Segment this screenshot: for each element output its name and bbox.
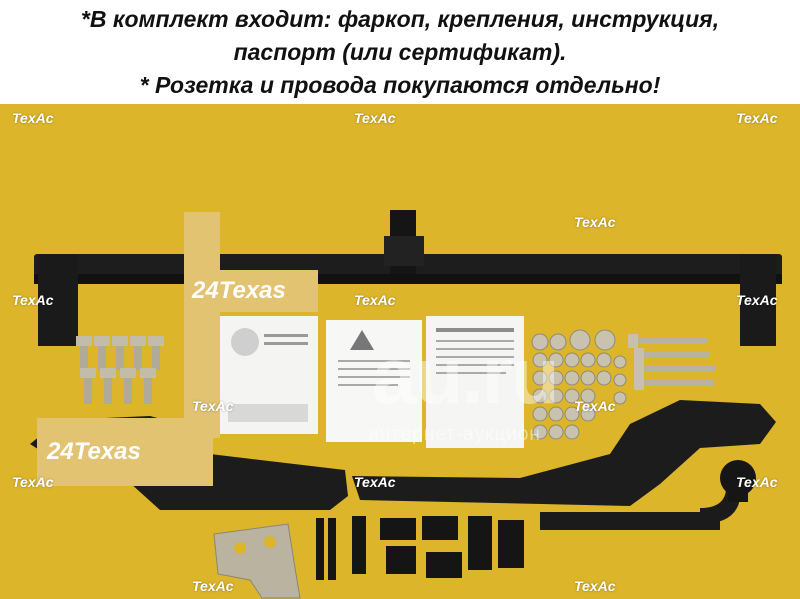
au-ru-watermark: au.ru xyxy=(372,331,560,420)
caption-line-1: *В комплект входит: фаркоп, крепления, и… xyxy=(80,6,720,32)
texac-watermark: TexAc xyxy=(574,214,616,230)
texac-watermark: TexAc xyxy=(12,474,54,490)
texac-watermark: TexAc xyxy=(354,474,396,490)
texac-watermark: TexAc xyxy=(736,110,778,126)
texac-watermark: TexAc xyxy=(354,292,396,308)
texac-watermark: TexAc xyxy=(192,578,234,594)
texac-watermark: TexAc xyxy=(574,578,616,594)
right-side-bracket xyxy=(352,400,776,506)
washers-and-nuts xyxy=(531,329,627,440)
towbar-kit-illustration xyxy=(30,210,782,599)
instruction-booklet xyxy=(218,316,318,434)
mounting-plate xyxy=(213,523,301,599)
caption-banner: *В комплект входит: фаркоп, крепления, и… xyxy=(0,0,800,104)
texac-watermark: TexAc xyxy=(192,398,234,414)
tow-ball-hook xyxy=(540,460,756,530)
stamp-24texas-bottom: 24Texas xyxy=(37,418,213,486)
texac-watermark: TexAc xyxy=(12,110,54,126)
product-photo: au.ru интернет-аукцион 24Texas 24Texas T… xyxy=(0,104,800,599)
bolts-right xyxy=(628,334,716,390)
texac-watermark: TexAc xyxy=(12,292,54,308)
certificate xyxy=(426,316,524,448)
blur-stamp-top xyxy=(184,212,220,438)
product-passport xyxy=(326,320,422,442)
texac-watermark: TexAc xyxy=(736,474,778,490)
stamp-24texas-top: 24Texas xyxy=(184,270,318,312)
auction-watermark: интернет-аукцион xyxy=(368,424,541,445)
caption-line-2: паспорт (или сертификат). xyxy=(233,39,567,65)
caption-line-3: * Розетка и провода покупаются отдельно! xyxy=(139,72,661,98)
texac-watermark: TexAc xyxy=(736,292,778,308)
bolts-left xyxy=(76,336,164,404)
texac-watermark: TexAc xyxy=(574,398,616,414)
spacer-blocks xyxy=(316,516,524,580)
texac-watermark: TexAc xyxy=(354,110,396,126)
